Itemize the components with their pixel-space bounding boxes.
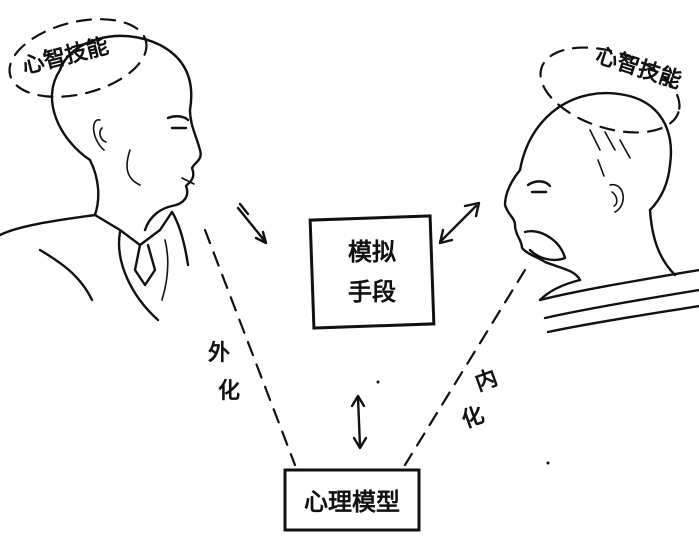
- mental-model-box-frame: [283, 468, 421, 532]
- right-eye: [526, 180, 552, 194]
- left-person-figure: 心智技能: [0, 18, 202, 322]
- left-neck-outline: [50, 68, 100, 217]
- right-mouth: [523, 230, 567, 262]
- right-neck: [648, 208, 677, 277]
- mental-model-box-label: 心理模型: [304, 488, 400, 516]
- right-ear: [609, 184, 624, 213]
- left-head-outline: [58, 34, 202, 232]
- left-tie: [133, 243, 157, 287]
- externalize-char2: 化: [218, 378, 240, 404]
- left-collar: [93, 210, 174, 247]
- ink-speck: [376, 380, 380, 384]
- left-jacket: [38, 230, 160, 322]
- right-shoulder: [538, 278, 582, 302]
- internalize-char1: 内: [472, 366, 501, 397]
- right-internalize-path: [403, 268, 527, 467]
- right-hair: [589, 129, 631, 177]
- left-mouth: [181, 177, 195, 185]
- simulation-box-frame: [308, 214, 436, 330]
- right-head-outline: [518, 91, 673, 212]
- left-chest: [170, 210, 190, 267]
- right-skill-label: 心智技能: [593, 42, 685, 94]
- left-ear: [92, 119, 107, 151]
- externalize-char1: 外: [208, 340, 230, 366]
- simulation-box: 模拟 手段: [308, 214, 436, 330]
- right-collar: [538, 268, 699, 334]
- left-skill-label: 心智技能: [20, 33, 112, 80]
- internalize-char2: 化: [458, 402, 488, 434]
- arrow-sim-model-bidirectional: [350, 394, 368, 450]
- simulation-box-line1: 模拟: [348, 238, 396, 266]
- left-eye: [166, 115, 190, 130]
- arrow-right-sim-bidirectional: [438, 201, 481, 245]
- right-person-figure: 心智技能: [503, 42, 699, 334]
- left-externalize-path: [203, 228, 297, 467]
- left-skill-halo: [8, 18, 148, 98]
- ink-speck: [546, 461, 550, 465]
- left-shoulder: [0, 213, 97, 237]
- simulation-box-line2: 手段: [348, 278, 396, 306]
- right-face-profile: [503, 168, 582, 282]
- right-skill-halo: [539, 46, 681, 134]
- left-cheek: [126, 149, 141, 186]
- mental-model-box: 心理模型: [283, 468, 421, 532]
- left-lapel: [161, 239, 169, 301]
- arrow-left-to-sim: [236, 202, 268, 245]
